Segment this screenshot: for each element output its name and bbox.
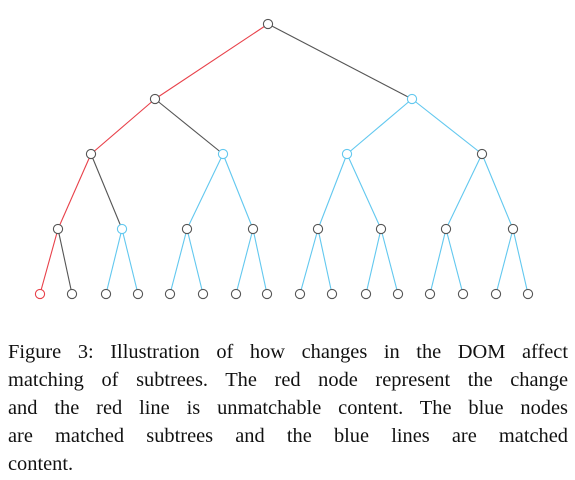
- tree-node-3-1: [116, 223, 128, 235]
- tree-node-4-3: [132, 288, 144, 300]
- tree-edge-3-5-to-10: [365, 228, 382, 295]
- caption-line-3: and the red line is unmatchable content.…: [8, 397, 568, 419]
- tree-node-3-7: [507, 223, 519, 235]
- tree-node-3-5: [375, 223, 387, 235]
- tree-node-4-8: [294, 288, 306, 300]
- tree-edges: [39, 23, 529, 295]
- tree-edge-2-3-to-6: [445, 153, 483, 230]
- tree-node-4-7: [261, 288, 273, 300]
- tree-node-2-1: [217, 148, 229, 160]
- tree-nodes: [34, 18, 534, 300]
- tree-edge-3-7-to-14: [495, 228, 514, 295]
- subtree-matching-tree-diagram: [34, 18, 534, 300]
- tree-edge-3-1-to-3: [121, 228, 139, 295]
- tree-node-3-0: [52, 223, 64, 235]
- tree-edge-0-0-to-0: [154, 23, 269, 100]
- tree-node-2-3: [476, 148, 488, 160]
- tree-node-4-9: [326, 288, 338, 300]
- tree-node-1-1: [406, 93, 418, 105]
- tree-edge-3-7-to-15: [512, 228, 529, 295]
- caption-line-4: are matched subtrees and the blue lines …: [8, 425, 568, 447]
- tree-edge-2-0-to-1: [90, 153, 123, 230]
- tree-node-2-0: [85, 148, 97, 160]
- tree-edge-3-3-to-6: [235, 228, 254, 295]
- tree-node-3-4: [312, 223, 324, 235]
- tree-edge-3-4-to-8: [299, 228, 319, 295]
- tree-node-4-13: [457, 288, 469, 300]
- tree-node-4-12: [424, 288, 436, 300]
- tree-node-4-10: [360, 288, 372, 300]
- tree-node-3-6: [440, 223, 452, 235]
- tree-edge-1-0-to-0: [90, 98, 156, 155]
- tree-edge-3-2-to-4: [169, 228, 188, 295]
- tree-node-4-11: [392, 288, 404, 300]
- tree-node-4-2: [100, 288, 112, 300]
- figure-caption: Figure 3: Illustration of how changes in…: [8, 338, 568, 478]
- caption-line-5: content.: [8, 453, 74, 475]
- tree-edge-2-1-to-2: [186, 153, 224, 230]
- tree-edge-3-5-to-11: [380, 228, 399, 295]
- tree-node-4-14: [490, 288, 502, 300]
- tree-edge-3-0-to-1: [57, 228, 73, 295]
- tree-edge-2-0-to-0: [57, 153, 92, 230]
- tree-edge-3-6-to-12: [429, 228, 447, 295]
- tree-node-1-0: [149, 93, 161, 105]
- tree-node-3-2: [181, 223, 193, 235]
- tree-node-3-3: [247, 223, 259, 235]
- tree-edge-2-2-to-4: [317, 153, 348, 230]
- caption-line-2: matching of subtrees. The red node repre…: [8, 369, 568, 391]
- tree-edge-3-4-to-9: [317, 228, 333, 295]
- tree-edge-3-6-to-13: [445, 228, 464, 295]
- tree-edge-1-1-to-3: [411, 98, 483, 155]
- tree-node-2-2: [341, 148, 353, 160]
- tree-edge-2-1-to-3: [222, 153, 254, 230]
- tree-node-0-0: [262, 18, 274, 30]
- tree-node-4-1: [66, 288, 78, 300]
- tree-edge-2-3-to-7: [481, 153, 514, 230]
- tree-edge-3-3-to-7: [252, 228, 268, 295]
- tree-edge-3-0-to-0: [39, 228, 59, 295]
- tree-edge-0-0-to-1: [267, 23, 413, 100]
- tree-node-4-5: [197, 288, 209, 300]
- tree-edge-2-2-to-5: [346, 153, 382, 230]
- tree-node-4-6: [230, 288, 242, 300]
- tree-node-4-15: [522, 288, 534, 300]
- tree-edge-1-0-to-1: [154, 98, 224, 155]
- tree-edge-1-1-to-2: [346, 98, 413, 155]
- caption-line-1: Figure 3: Illustration of how changes in…: [8, 341, 568, 363]
- tree-node-4-4: [164, 288, 176, 300]
- tree-edge-3-1-to-2: [105, 228, 123, 295]
- changed-node: [34, 288, 46, 300]
- tree-edge-3-2-to-5: [186, 228, 204, 295]
